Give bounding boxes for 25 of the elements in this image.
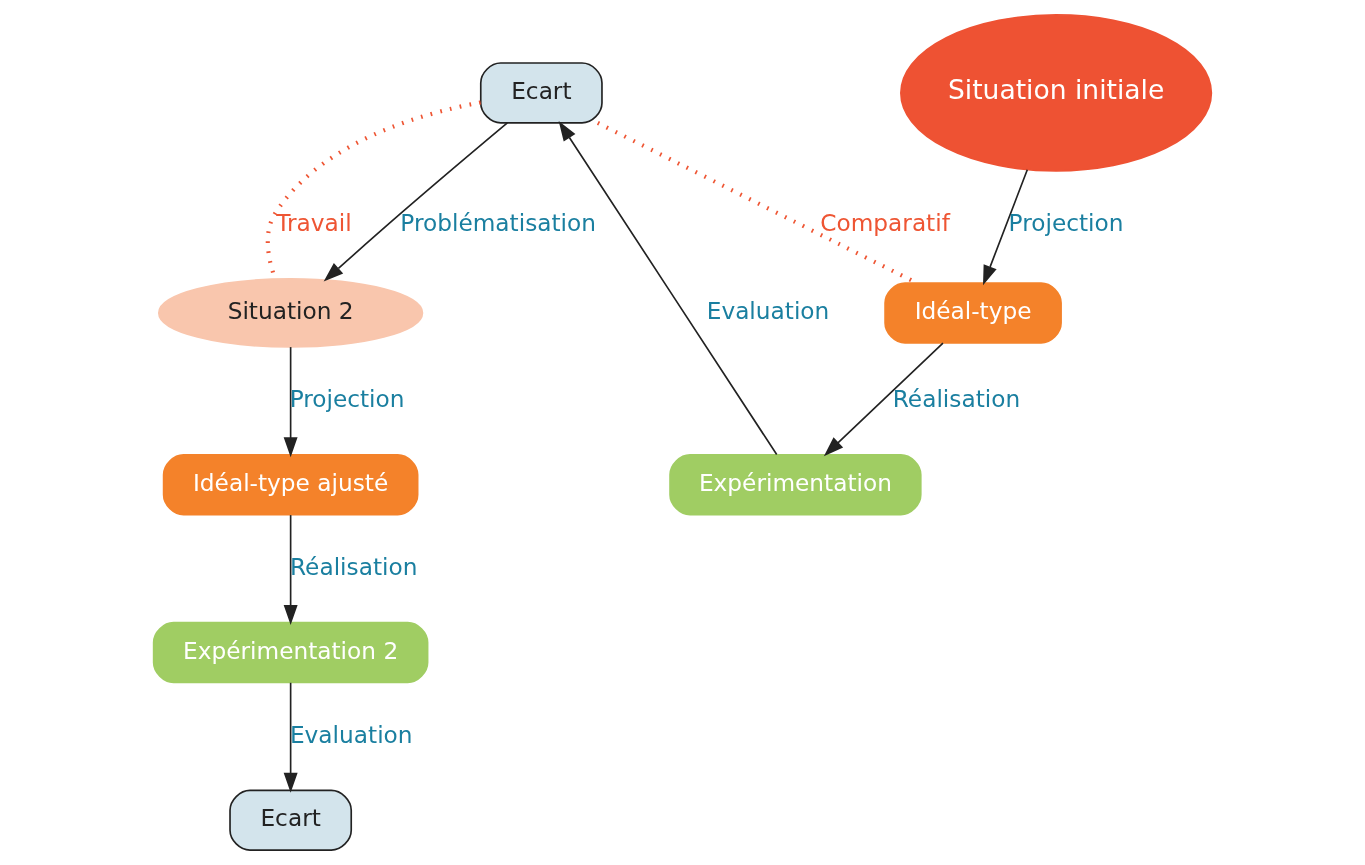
edge-label: Projection bbox=[289, 385, 405, 413]
node-ellipse: Situation initiale bbox=[900, 14, 1213, 172]
arrow bbox=[283, 346, 298, 458]
edge-label: Projection bbox=[1008, 209, 1124, 237]
edge-label: Problématisation bbox=[400, 209, 597, 237]
edge-label: Evaluation bbox=[706, 297, 830, 325]
edge-label: Réalisation bbox=[892, 385, 1021, 413]
connector bbox=[265, 100, 481, 280]
node-ellipse: Situation 2 bbox=[158, 278, 424, 348]
arrow bbox=[323, 122, 509, 282]
arrow bbox=[558, 121, 778, 456]
node-box: Expérimentation bbox=[669, 454, 922, 516]
edge-label: Travail bbox=[276, 209, 352, 237]
edge-label: Réalisation bbox=[290, 552, 418, 580]
node-box: Idéal-type ajusté bbox=[162, 454, 419, 516]
edge-label: Evaluation bbox=[289, 720, 413, 748]
node-box: Expérimentation 2 bbox=[152, 621, 429, 684]
edge-label: Comparatif bbox=[820, 209, 950, 237]
node-box: Idéal-type bbox=[884, 282, 1062, 344]
arrow bbox=[983, 168, 1029, 286]
node-box: Ecart bbox=[229, 789, 353, 851]
arrow bbox=[283, 514, 298, 626]
arrow bbox=[283, 681, 298, 793]
arrow bbox=[823, 342, 944, 457]
node-box: Ecart bbox=[479, 62, 603, 124]
